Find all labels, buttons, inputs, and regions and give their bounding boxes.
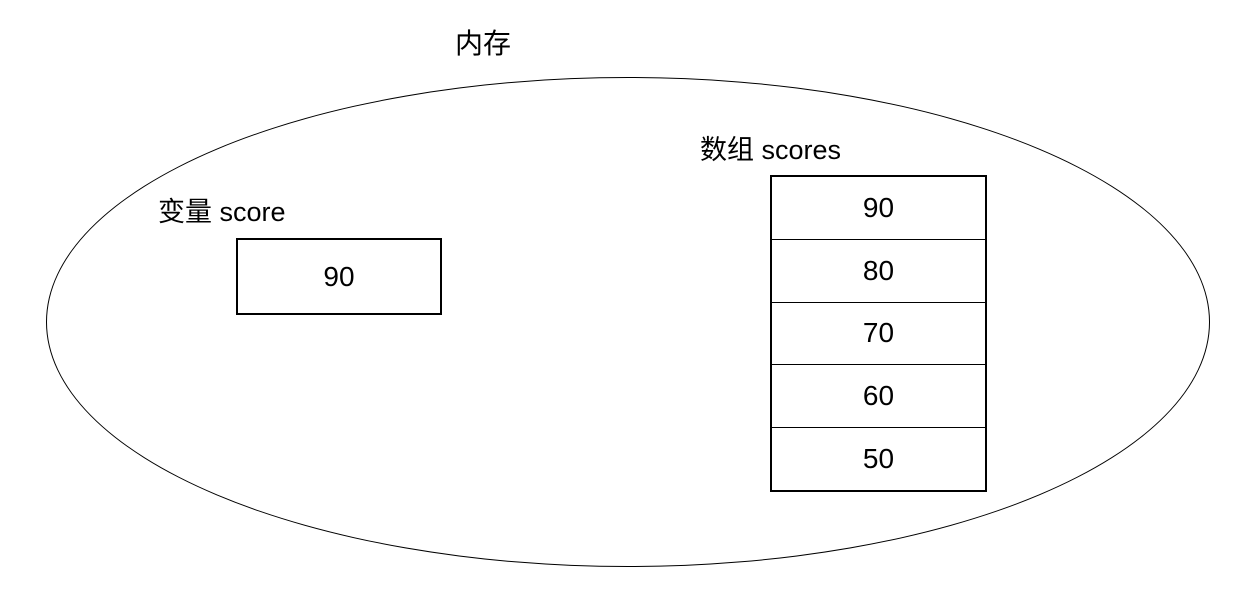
array-cell: 70 [772,301,985,365]
array-scores-label: 数组 scores [700,135,842,165]
variable-score-label: 变量 score [158,197,286,227]
variable-score-box: 90 [236,238,442,315]
memory-ellipse [46,77,1210,567]
array-scores-box: 90 80 70 60 50 [770,175,987,492]
memory-title: 内存 [455,28,512,59]
array-cell: 90 [862,191,895,223]
array-cell: 60 [772,364,985,427]
array-cell: 80 [772,238,985,302]
array-cell: 50 [772,427,985,490]
variable-score-value: 90 [323,260,355,292]
